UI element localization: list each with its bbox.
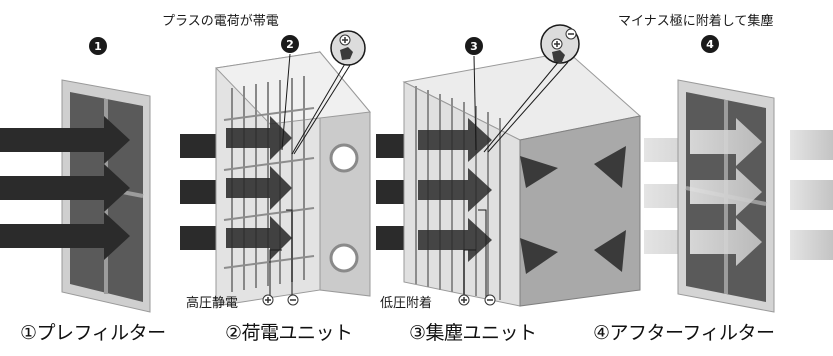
collector-arrows: [418, 118, 492, 262]
incoming-air-arrows: [0, 116, 130, 260]
caption-after-filter: ④アフターフィルター: [593, 322, 775, 344]
marker-3: 3: [465, 37, 483, 55]
low-voltage-label: 低圧附着: [380, 296, 433, 311]
marker-4: 4: [701, 35, 719, 53]
collector-unit: [402, 51, 642, 307]
marker-leader-lines: [281, 53, 477, 151]
marker-4-text: 4: [706, 38, 714, 51]
caption-charge-unit: ②荷電ユニット: [225, 322, 353, 344]
high-voltage-label: 高圧静電: [186, 296, 239, 311]
marker-2-text: 2: [286, 38, 294, 51]
low-voltage-terminals: [458, 209, 496, 306]
positive-charge-magnifier: [291, 30, 366, 155]
outgoing-clean-air-arrows: [690, 118, 833, 266]
collector-bracket: [520, 146, 626, 274]
marker-3-text: 3: [470, 40, 478, 53]
charge-unit-arrows: [226, 116, 292, 260]
dust-particle-icon-2: [552, 50, 565, 62]
marker-2: 2: [281, 35, 299, 53]
caption-collector-unit: ③集塵ユニット: [409, 322, 537, 344]
minus-adhere-label: マイナス極に附着して集塵: [618, 14, 774, 29]
high-voltage-terminals: [262, 209, 299, 306]
marker-1-text: 1: [94, 40, 102, 53]
caption-prefilter: ①プレフィルター: [20, 322, 166, 344]
plus-charge-label: プラスの電荷が帯電: [162, 14, 279, 29]
negative-charge-magnifier: [483, 24, 580, 153]
dust-particle-icon: [340, 47, 353, 60]
marker-1: 1: [89, 37, 107, 55]
